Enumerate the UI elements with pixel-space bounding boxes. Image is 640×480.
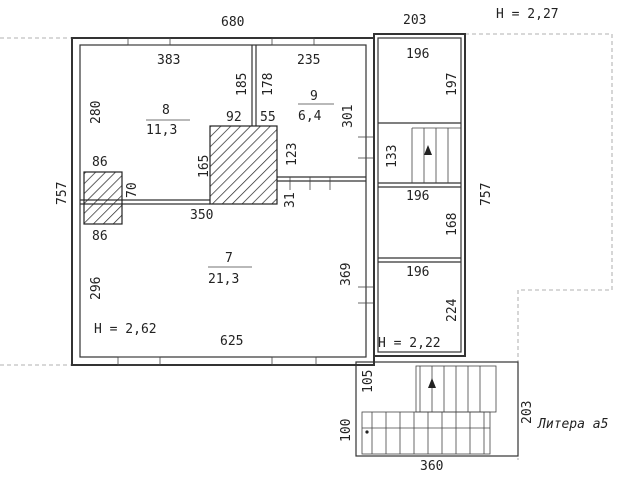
stove-dim-right: 123 bbox=[285, 143, 300, 166]
chimney-dim-top: 86 bbox=[92, 155, 108, 170]
chimney-block bbox=[83, 171, 123, 225]
porch-steps bbox=[355, 361, 519, 457]
room9-area: 6,4 bbox=[298, 109, 322, 124]
porch-dim-left-top: 105 bbox=[361, 370, 376, 393]
annex-stair-height: 133 bbox=[385, 145, 400, 168]
stove-dim-bottom-right: 31 bbox=[283, 192, 298, 208]
annex-height-label: H = 2,27 bbox=[496, 7, 559, 22]
room8-dim-right: 185 bbox=[235, 73, 250, 96]
room8-area: 11,3 bbox=[146, 123, 177, 138]
room9-number: 9 bbox=[310, 89, 318, 104]
annex-walls bbox=[373, 33, 466, 357]
outer-height-left: 757 bbox=[55, 182, 70, 205]
porch-dim-right: 203 bbox=[520, 401, 535, 424]
main-height-label: H = 2,62 bbox=[94, 322, 157, 337]
room8-dim-bottom: 350 bbox=[190, 208, 213, 223]
main-house-walls bbox=[71, 37, 375, 366]
room8-dim-top: 383 bbox=[157, 53, 180, 68]
porch-dim-left: 100 bbox=[339, 419, 354, 442]
annex-room-mid-height: 168 bbox=[445, 213, 460, 236]
annex-room-top-height: 197 bbox=[445, 73, 460, 96]
stove-block bbox=[209, 125, 278, 205]
room7-dim-left: 296 bbox=[89, 277, 104, 300]
room9-dim-left: 178 bbox=[261, 73, 276, 96]
annex-side-height: 757 bbox=[479, 183, 494, 206]
annex-room-top-width: 196 bbox=[406, 47, 429, 62]
porch-dim-bottom: 360 bbox=[420, 459, 443, 474]
annex-room-mid-width: 196 bbox=[406, 189, 429, 204]
annex-bottom-height-label: H = 2,22 bbox=[378, 336, 441, 351]
site-boundary bbox=[0, 33, 613, 460]
room7-area: 21,3 bbox=[208, 272, 239, 287]
chimney-dim-bottom: 86 bbox=[92, 229, 108, 244]
room8-dim-left: 280 bbox=[89, 101, 104, 124]
stove-dim-right-top: 55 bbox=[260, 110, 276, 125]
room8-number: 8 bbox=[162, 103, 170, 118]
outer-bottom-width: 625 bbox=[220, 334, 243, 349]
room7-number: 7 bbox=[225, 251, 233, 266]
annex-room-bot-height: 224 bbox=[445, 298, 460, 322]
outer-top-width: 680 bbox=[221, 15, 244, 30]
litera-label: Литера а5 bbox=[537, 417, 609, 432]
room7-dim-right: 369 bbox=[339, 263, 354, 286]
annex-room-bot-width: 196 bbox=[406, 265, 429, 280]
stove-dim-left: 165 bbox=[197, 155, 212, 178]
room9-dim-top: 235 bbox=[297, 53, 320, 68]
chimney-dim-right: 70 bbox=[125, 182, 140, 198]
annex-top-width: 203 bbox=[403, 13, 426, 28]
room9-dim-right: 301 bbox=[341, 105, 356, 128]
stove-dim-top: 92 bbox=[226, 110, 242, 125]
